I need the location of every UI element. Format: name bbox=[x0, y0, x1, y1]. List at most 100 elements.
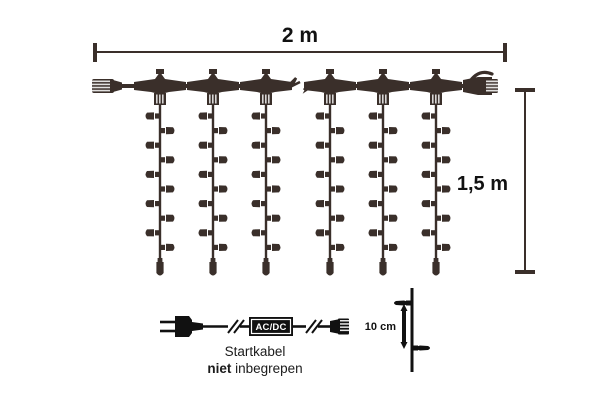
led-bulb-base bbox=[208, 113, 213, 119]
tee-collar-rib bbox=[326, 94, 328, 104]
socket-rib-3 bbox=[340, 326, 349, 328]
tee-junction-top-nub bbox=[379, 69, 387, 74]
led-bulb bbox=[145, 112, 160, 120]
led-bulb-base bbox=[213, 186, 218, 192]
led-bulb bbox=[368, 112, 383, 120]
led-bulb bbox=[330, 127, 345, 135]
right-connector-rib-4 bbox=[486, 89, 498, 92]
led-bulb-terminal-base bbox=[210, 258, 216, 263]
led-bulb-base bbox=[436, 128, 441, 134]
tee-junction-body bbox=[410, 72, 462, 94]
plug-body bbox=[175, 316, 192, 337]
led-bulb-terminal-base bbox=[433, 258, 439, 263]
caption-niet-bold: niet bbox=[207, 361, 232, 376]
led-bulb bbox=[330, 243, 345, 251]
caption-inbegrepen: inbegrepen bbox=[231, 361, 302, 376]
acdc-box-border bbox=[250, 318, 292, 335]
tee-junction bbox=[240, 69, 292, 105]
led-bulb-base bbox=[325, 201, 330, 207]
led-bulb-body bbox=[368, 229, 377, 237]
led-bulb-base bbox=[261, 230, 266, 236]
led-bulb-body bbox=[166, 243, 175, 251]
tee-collar-rib bbox=[332, 94, 334, 104]
led-bulb bbox=[213, 127, 228, 135]
right-female-connector bbox=[463, 70, 498, 95]
led-bulb-body bbox=[198, 170, 207, 178]
tee-collar-rib bbox=[262, 94, 264, 104]
led-bulb bbox=[368, 170, 383, 178]
led-bulb-base bbox=[155, 142, 160, 148]
led-bulb-base bbox=[208, 230, 213, 236]
spacing-bulb-upper-base bbox=[406, 300, 411, 306]
led-bulb bbox=[251, 141, 266, 149]
led-bulb-base bbox=[436, 244, 441, 250]
drop-strand bbox=[134, 69, 186, 276]
led-bulb-body bbox=[198, 141, 207, 149]
led-bulb-base bbox=[378, 142, 383, 148]
led-bulb bbox=[330, 185, 345, 193]
socket-rib-4 bbox=[340, 329, 349, 332]
tee-junction-body bbox=[357, 72, 409, 94]
led-bulb-base bbox=[330, 157, 335, 163]
led-bulb-base bbox=[325, 142, 330, 148]
led-bulb bbox=[145, 200, 160, 208]
tee-collar-rib bbox=[438, 94, 440, 104]
led-bulb bbox=[145, 229, 160, 237]
start-cable-detail: AC/DC Startkabel niet inbegrepen bbox=[160, 316, 349, 376]
led-bulb-base bbox=[266, 244, 271, 250]
tee-junction-top-nub bbox=[262, 69, 270, 74]
led-bulb bbox=[436, 127, 451, 135]
led-bulb-base bbox=[436, 186, 441, 192]
bulb-spacing-detail: 10 cm bbox=[365, 288, 430, 372]
socket-taper bbox=[330, 319, 340, 334]
led-bulb bbox=[315, 170, 330, 178]
led-bulb-base bbox=[155, 230, 160, 236]
led-bulb bbox=[421, 229, 436, 237]
led-bulb bbox=[383, 156, 398, 164]
tee-collar-rib bbox=[159, 94, 161, 104]
led-bulb-base bbox=[325, 113, 330, 119]
acdc-transformer-box: AC/DC bbox=[249, 317, 293, 336]
height-dimension: 1,5 m bbox=[457, 88, 535, 274]
led-bulb-terminal-body bbox=[209, 262, 217, 276]
tee-junction-body bbox=[134, 72, 186, 94]
led-bulb bbox=[383, 243, 398, 251]
led-bulb-base bbox=[383, 186, 388, 192]
led-bulb-base bbox=[436, 215, 441, 221]
width-dimension: 2 m bbox=[93, 24, 507, 62]
spacing-detail-bulb-lower bbox=[412, 345, 430, 351]
led-bulb bbox=[251, 112, 266, 120]
led-bulb bbox=[198, 229, 213, 237]
led-bulb bbox=[160, 214, 175, 222]
led-bulb-base bbox=[383, 157, 388, 163]
led-bulb-terminal-body bbox=[379, 262, 387, 276]
tee-junction bbox=[304, 69, 356, 105]
tee-collar-rib bbox=[385, 94, 387, 104]
led-bulb-base bbox=[383, 128, 388, 134]
led-bulb-terminal bbox=[262, 258, 270, 276]
led-bulb bbox=[160, 243, 175, 251]
led-bulb-terminal bbox=[326, 258, 334, 276]
tee-collar-rib bbox=[265, 94, 267, 104]
led-bulb-base bbox=[261, 171, 266, 177]
plug-strain-relief bbox=[192, 322, 203, 331]
led-bulb bbox=[266, 156, 281, 164]
spacing-bulb-lower-base bbox=[413, 345, 418, 351]
led-bulb bbox=[251, 200, 266, 208]
led-bulb-body bbox=[442, 156, 451, 164]
tee-collar-rib bbox=[435, 94, 437, 104]
led-bulb-body bbox=[272, 243, 281, 251]
led-bulb-base bbox=[261, 201, 266, 207]
led-bulb-base bbox=[155, 201, 160, 207]
led-bulb-body bbox=[219, 156, 228, 164]
led-bulb-terminal bbox=[209, 258, 217, 276]
led-bulb bbox=[145, 170, 160, 178]
led-bulb-body bbox=[272, 214, 281, 222]
led-bulb bbox=[330, 214, 345, 222]
led-bulb-terminal-base bbox=[263, 258, 269, 263]
led-bulb-body bbox=[336, 127, 345, 135]
led-bulb-terminal bbox=[156, 258, 164, 276]
led-bulb bbox=[315, 141, 330, 149]
